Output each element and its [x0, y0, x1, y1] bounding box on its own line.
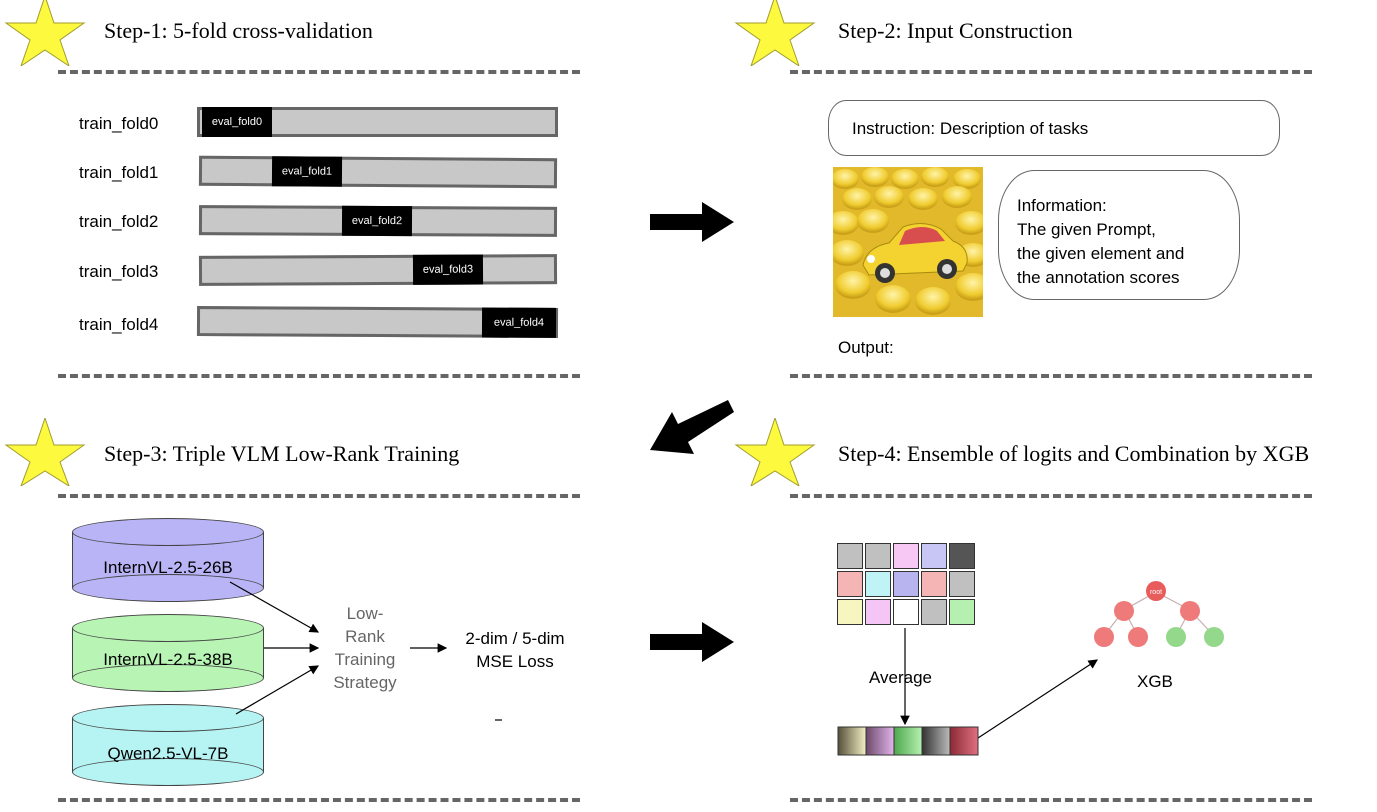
logits-grid	[837, 543, 977, 629]
logit-cell	[893, 571, 919, 597]
model-cylinder: InternVL-2.5-38B	[72, 614, 264, 692]
model-cylinder: Qwen2.5-VL-7B	[72, 704, 264, 786]
fold-label: train_fold1	[79, 163, 159, 182]
right-arrow-icon	[650, 202, 734, 242]
cylinder-bottom	[72, 758, 264, 786]
logit-cell	[949, 543, 975, 569]
fold-label: train_fold0	[79, 114, 159, 133]
average-label: Average	[869, 668, 933, 687]
xgb-tree-icon: root	[1094, 581, 1224, 647]
star-icon	[4, 418, 86, 486]
loss-label: 2-dim / 5-dim MSE Loss	[440, 627, 590, 673]
divider	[58, 70, 580, 74]
fold-label: train_fold3	[79, 262, 159, 281]
root-label: root	[1150, 589, 1162, 596]
divider	[58, 374, 580, 378]
cylinder-bottom	[72, 574, 264, 602]
divider	[790, 494, 1312, 498]
logit-cell	[865, 543, 891, 569]
instruction-box: Instruction: Description of tasks	[828, 100, 1280, 156]
instruction-text: Instruction: Description of tasks	[852, 119, 1089, 138]
cylinder-top	[72, 704, 264, 732]
step2-title: Step-2: Input Construction	[838, 18, 1073, 43]
loss-line: 2-dim / 5-dim	[465, 629, 565, 648]
logit-cell	[921, 571, 947, 597]
information-line: the given element and	[1017, 244, 1185, 263]
divider	[790, 798, 1312, 802]
logit-cell	[865, 599, 891, 625]
step3-title: Step-3: Triple VLM Low-Rank Training	[104, 441, 460, 466]
logit-cell	[865, 571, 891, 597]
cylinder-top	[72, 518, 264, 546]
divider	[790, 374, 1312, 378]
logit-cell	[949, 599, 975, 625]
fold-label: train_fold4	[79, 315, 159, 334]
car-image	[833, 167, 983, 317]
right-arrow-icon	[650, 622, 734, 662]
strategy-line: Training	[334, 650, 396, 669]
step4-title: Step-4: Ensemble of logits and Combinati…	[838, 441, 1310, 466]
divider	[58, 798, 580, 802]
down-left-arrow-icon	[650, 400, 734, 454]
logit-cell	[921, 599, 947, 625]
strategy-line: Low-	[346, 604, 384, 623]
logit-cell	[837, 599, 863, 625]
model-cylinder: InternVL-2.5-26B	[72, 518, 264, 602]
information-title: Information:	[1017, 196, 1107, 215]
step1-title: Step-1: 5-fold cross-validation	[104, 18, 373, 43]
xgb-label: XGB	[1137, 672, 1173, 691]
loss-line: MSE Loss	[476, 652, 554, 671]
information-line: the annotation scores	[1017, 268, 1180, 287]
fold-bar: eval_fold0	[197, 107, 558, 137]
divider	[58, 494, 580, 498]
cylinder-bottom	[72, 664, 264, 692]
output-label: Output:	[838, 338, 894, 357]
eval-fold-box: eval_fold0	[202, 107, 272, 137]
cylinder-top	[72, 614, 264, 642]
logit-cell	[921, 543, 947, 569]
star-icon	[4, 0, 86, 66]
fold-label: train_fold2	[79, 212, 159, 231]
strategy-label: Low- Rank Training Strategy	[320, 602, 410, 694]
strategy-line: Rank	[345, 627, 385, 646]
logit-cell	[837, 543, 863, 569]
star-icon	[734, 0, 816, 66]
model-name: Qwen2.5-VL-7B	[107, 744, 229, 763]
divider	[790, 70, 1312, 74]
information-line: The given Prompt,	[1017, 220, 1156, 239]
logit-cell	[893, 543, 919, 569]
logit-cell	[837, 571, 863, 597]
model-name: InternVL-2.5-26B	[103, 558, 233, 577]
logit-cell	[893, 599, 919, 625]
logit-cell	[949, 571, 975, 597]
averaged-logits-bar	[837, 726, 979, 756]
star-icon	[734, 418, 816, 486]
strategy-line: Strategy	[333, 673, 397, 692]
information-box	[998, 170, 1240, 300]
model-name: InternVL-2.5-38B	[103, 650, 233, 669]
